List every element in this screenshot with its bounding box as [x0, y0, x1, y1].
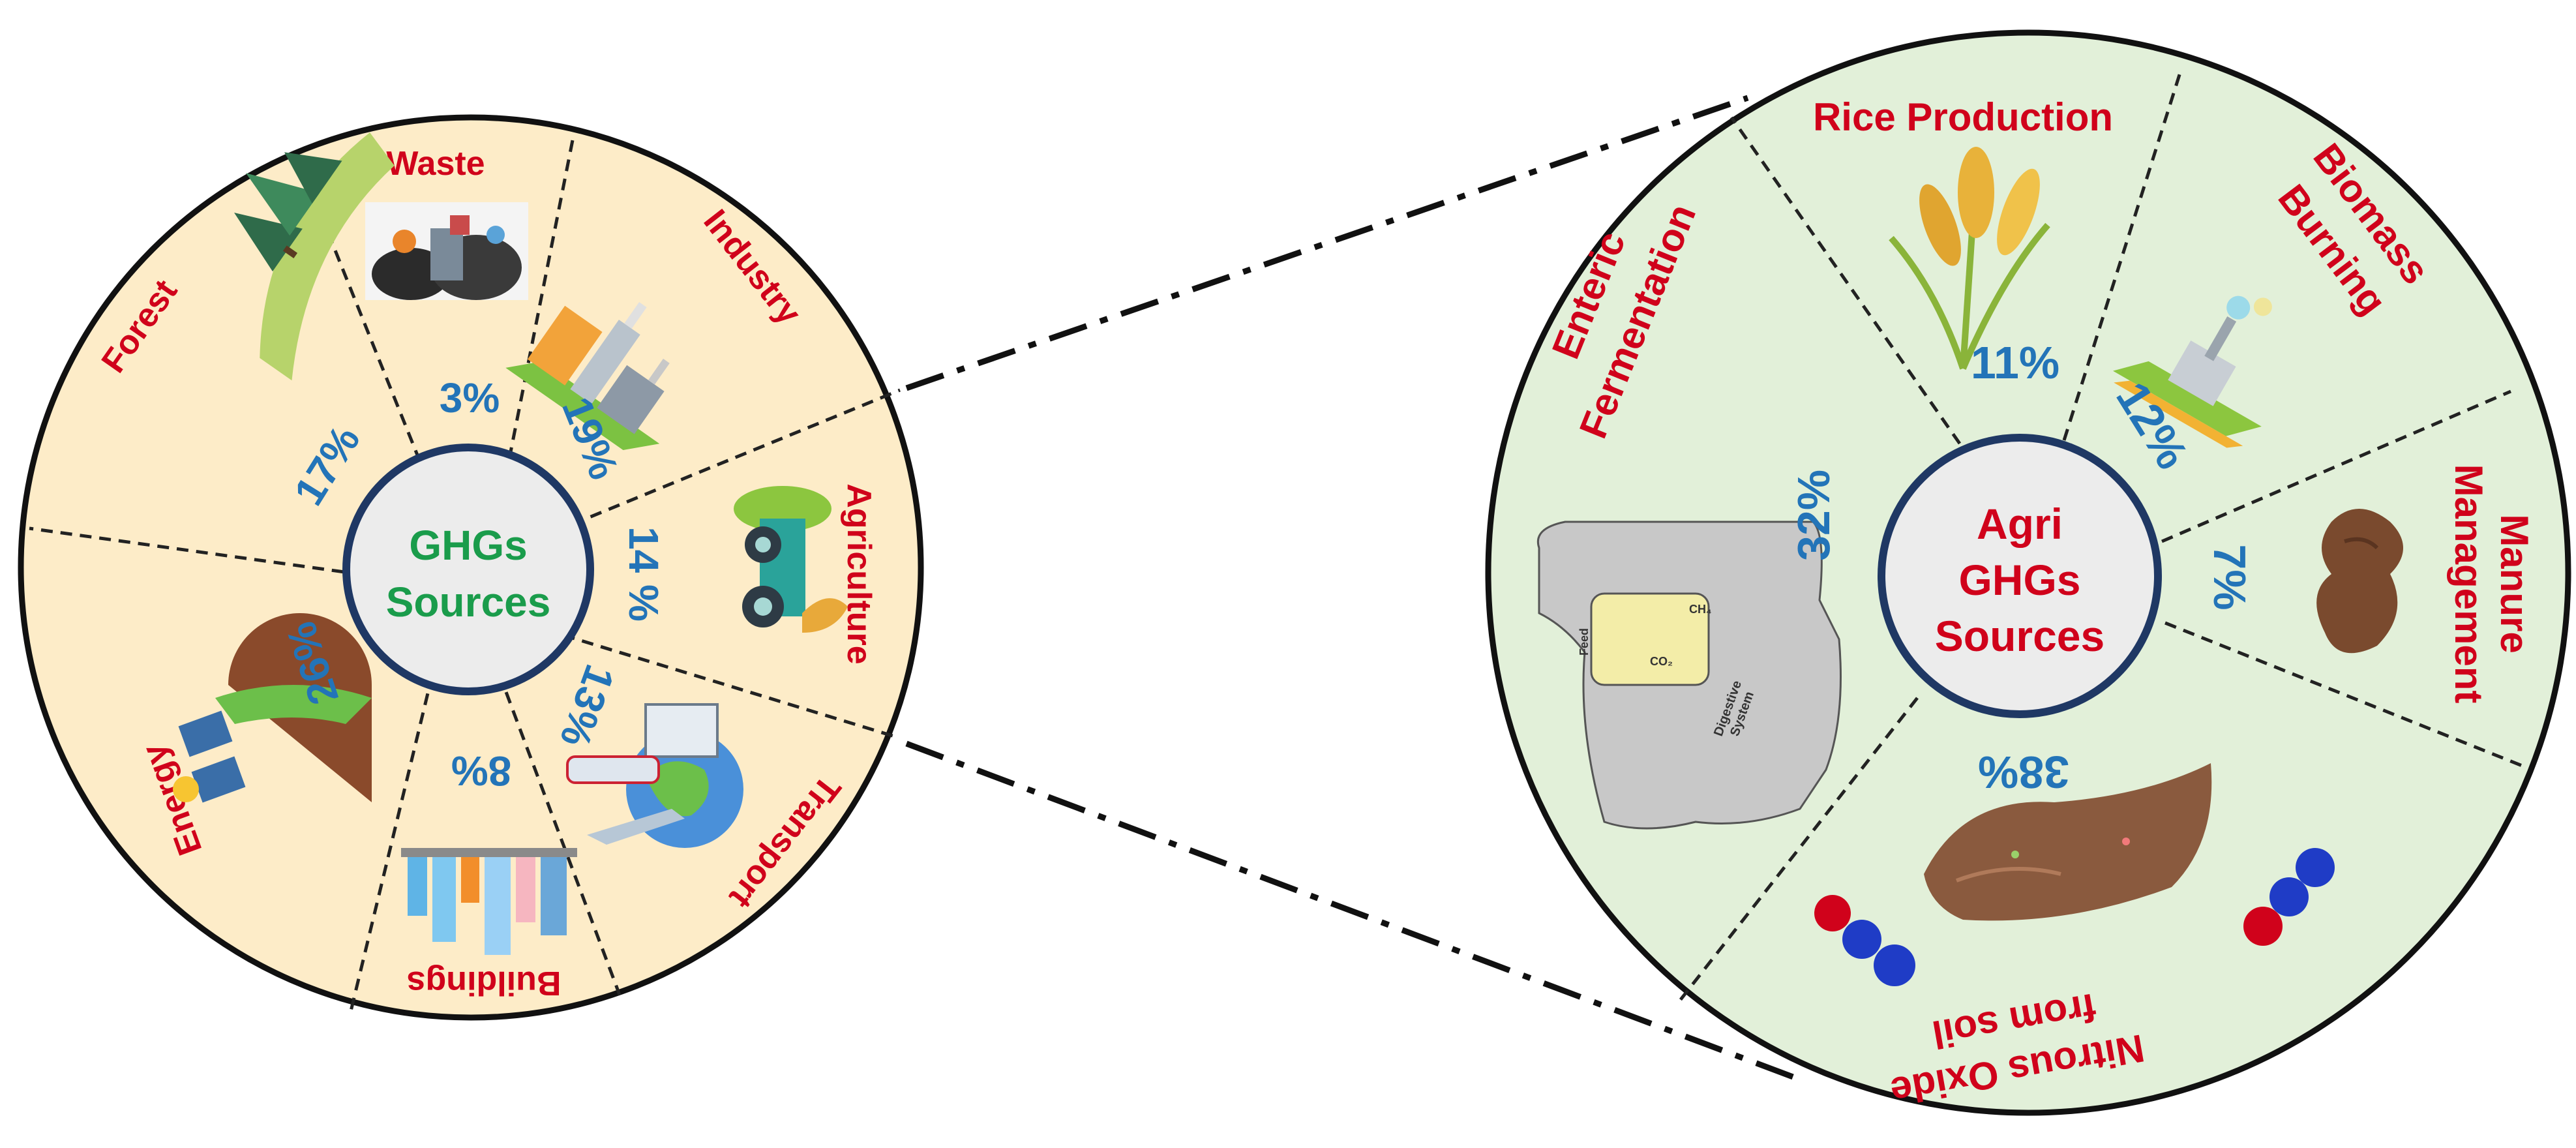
rice-production-label: Rice Production [1813, 95, 2113, 139]
nitrous-oxide-percent: 38% [1978, 747, 2069, 798]
soil-icon [1924, 763, 2212, 921]
right-center-title-line2: GHGs [1958, 556, 2080, 604]
left-center-hub [342, 444, 594, 695]
left-center-title-line2: Sources [386, 579, 551, 626]
n2o-molecule-left-icon [1814, 895, 1915, 986]
cow-digestion-icon: Feed Digestive System CH₄ CO₂ [1537, 521, 1842, 830]
waste-percent: 3% [440, 374, 500, 421]
waste-icon [365, 202, 528, 300]
right-sector-dividers [1678, 68, 2524, 1003]
rice-production-percent: 11% [1971, 337, 2059, 388]
right-wheel: Agri GHGs Sources Rice Production 11% Bi… [1485, 29, 2571, 1116]
left-wheel: GHGs Sources Waste 3% Industry 19% Agric… [18, 114, 924, 1021]
agriculture-icon [734, 486, 848, 633]
manure-icon [2316, 509, 2403, 654]
zoom-line-bottom [905, 740, 1801, 1083]
biomass-burning-icon [2113, 295, 2272, 448]
cow-co2-text: CO₂ [1650, 655, 1673, 668]
buildings-percent: 8% [451, 748, 512, 794]
agriculture-label: Agriculture [840, 483, 878, 664]
industry-icon [505, 302, 670, 451]
right-center-title-line1: Agri [1977, 500, 2063, 548]
cow-feed-text: Feed [1578, 628, 1591, 656]
buildings-label: Buildings [407, 964, 562, 1002]
waste-label: Waste [386, 145, 485, 183]
enteric-fermentation-percent: 32% [1788, 470, 1839, 561]
agriculture-percent: 14 % [620, 526, 667, 622]
manure-management-label-line2: Management [2447, 464, 2491, 704]
n2o-molecule-right-icon [2243, 848, 2335, 946]
energy-icon [173, 613, 372, 803]
forest-icon [234, 132, 395, 381]
rice-plant-icon [1889, 147, 2050, 370]
manure-management-percent: 7% [2204, 544, 2255, 610]
manure-management-label-line1: Manure [2493, 514, 2536, 653]
transport-icon [566, 703, 743, 848]
right-center-hub [1878, 434, 2162, 718]
zoom-line-top [905, 95, 1749, 391]
cow-ch4-text: CH₄ [1689, 603, 1712, 616]
left-center-title-line1: GHGs [409, 522, 527, 569]
right-center-title-line3: Sources [1935, 612, 2104, 660]
buildings-icon [401, 848, 577, 955]
